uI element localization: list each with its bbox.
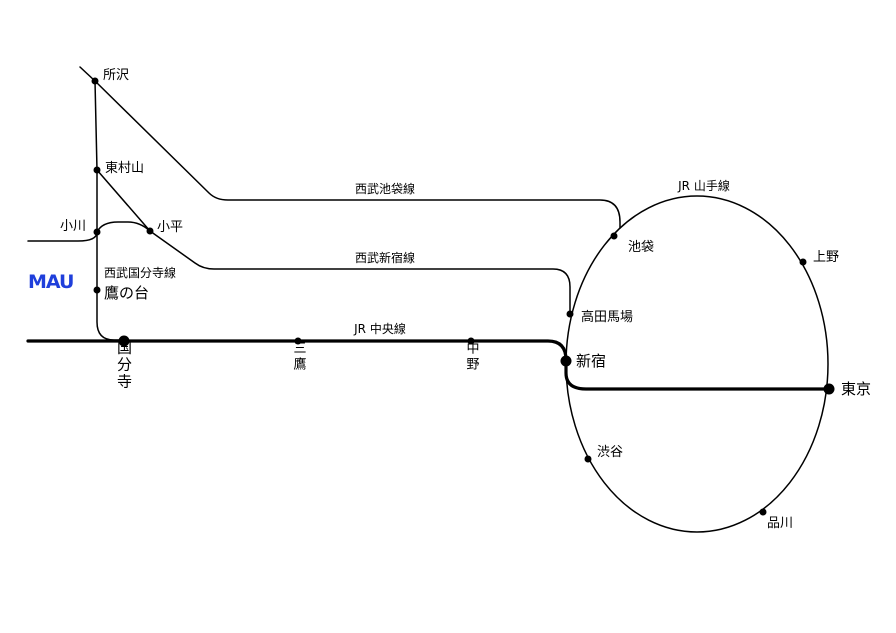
station-label-mitaka: 三鷹 (291, 341, 307, 373)
label-seibu-shinjuku-line: 西武新宿線 (355, 250, 415, 265)
station-dot-higashimurayama (93, 166, 101, 174)
label-jr-chuo-line: JR 中央線 (353, 321, 406, 336)
station-label-kokubunji: 国分寺 (115, 340, 133, 391)
station-dot-ueno (799, 258, 807, 266)
station-label-higashimurayama: 東村山 (105, 160, 144, 176)
station-label-ueno: 上野 (813, 250, 839, 265)
station-label-nakano: 中野 (464, 341, 480, 373)
station-dot-kokubunji (118, 335, 130, 347)
station-dot-mitaka (294, 337, 302, 345)
station-dot-shinjuku (560, 355, 572, 367)
station-label-shinjuku: 新宿 (576, 352, 606, 370)
label-jr-yamanote-line: JR 山手線 (677, 178, 730, 193)
station-dot-takanodai (93, 286, 101, 294)
seibu-shinjuku-line (96, 169, 571, 315)
label-seibu-kokubunji-line: 西武国分寺線 (104, 265, 176, 280)
label-seibu-ikebukuro-line: 西武池袋線 (355, 181, 415, 196)
seibu-ikebukuro-line (79, 66, 621, 229)
station-label-kodaira: 小平 (157, 220, 183, 235)
station-dot-shinagawa (759, 508, 767, 516)
station-dot-tokorozawa (91, 77, 99, 85)
station-label-shibuya: 渋谷 (597, 445, 623, 460)
station-dot-ikebukuro (610, 232, 618, 240)
station-label-tokorozawa: 所沢 (103, 68, 129, 83)
station-label-ikebukuro: 池袋 (628, 240, 654, 255)
station-dot-ogawa (93, 228, 101, 236)
station-dot-nakano (467, 337, 475, 345)
station-label-tokyo: 東京 (841, 380, 871, 398)
station-label-takadanobaba: 高田馬場 (581, 309, 633, 325)
station-dot-takadanobaba (566, 310, 574, 318)
station-label-ogawa: 小川 (60, 219, 86, 234)
station-dot-kodaira (146, 227, 154, 235)
station-label-takanodai: 鷹の台 (104, 284, 149, 302)
station-dot-shibuya (584, 455, 592, 463)
mau-logo: MAU (28, 271, 73, 293)
station-dot-tokyo (823, 383, 835, 395)
jr-chuo-line (26, 339, 831, 391)
station-label-shinagawa: 品川 (767, 516, 793, 531)
ogawa-kodaira-link (96, 221, 151, 233)
